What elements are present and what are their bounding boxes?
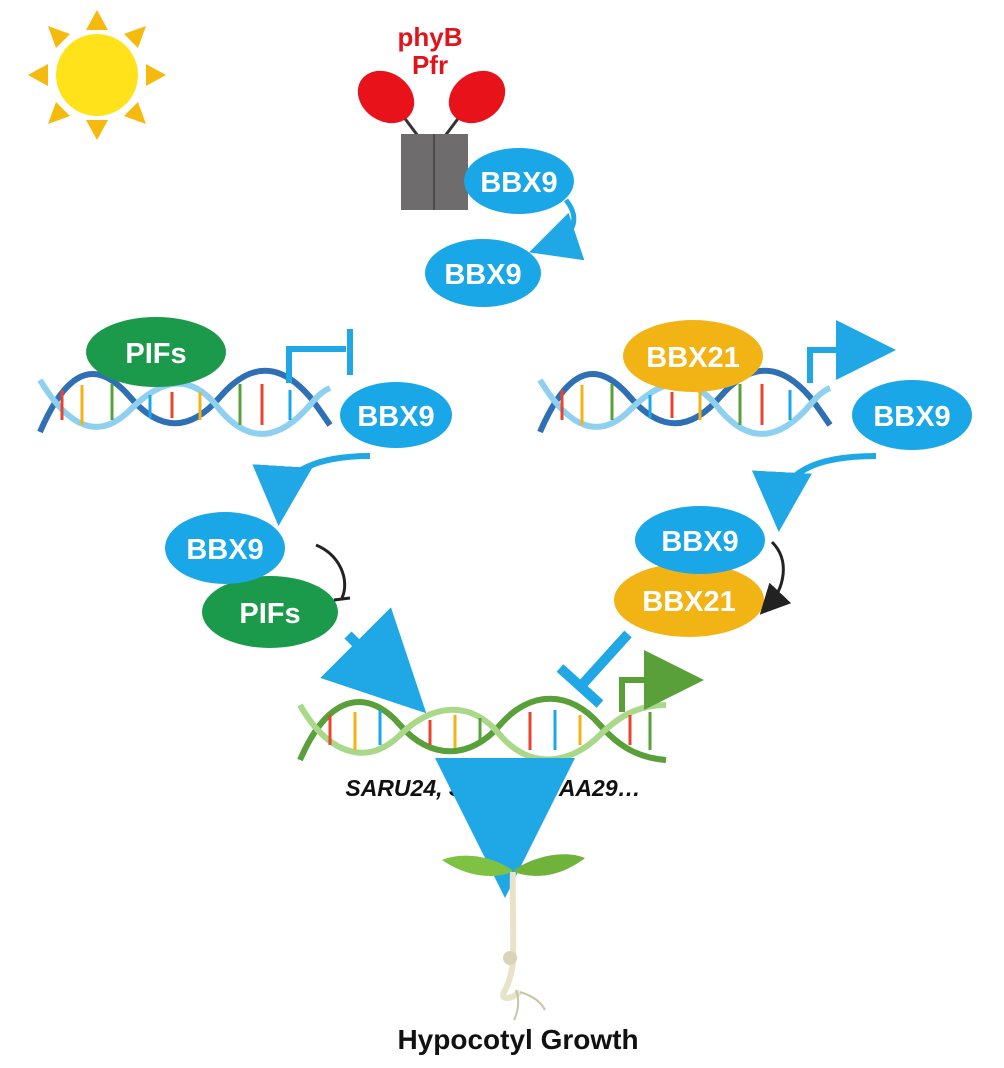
bbx9-promoter-repression — [286, 346, 346, 383]
bbx9-label: BBX9 — [186, 534, 263, 566]
bbx9-promoter-activation — [807, 320, 896, 383]
bbx9-label: BBX9 — [873, 401, 950, 433]
bbx9-inhibits-pifs — [315, 543, 347, 599]
outcome-label: Hypocotyl Growth — [397, 1024, 638, 1055]
dna-helix-icon — [537, 367, 833, 437]
phyb-pfr-left-domain — [357, 70, 415, 124]
phyb-receptor — [357, 70, 506, 210]
pifs-on-dna: PIFs — [86, 317, 226, 387]
bbx9-released: BBX9 — [425, 239, 541, 307]
phyb-core-right — [434, 134, 468, 210]
bbx9-bound-phyb: BBX9 — [464, 148, 574, 214]
bbx9-complex-member — [165, 512, 285, 584]
bbx9-label: BBX9 — [661, 526, 738, 558]
release-arrow — [529, 198, 585, 261]
phyb-pfr-right-domain — [448, 70, 506, 124]
dna-helix-icon — [37, 367, 333, 437]
pifs-complex-member — [202, 576, 338, 648]
bbx9-right-target: BBX9 — [852, 380, 972, 450]
dna-helix-icon — [297, 695, 667, 763]
bbx21-on-dna: BBX21 — [623, 320, 763, 392]
phyb-core-left — [401, 134, 435, 210]
bbx21-label: BBX21 — [642, 586, 736, 618]
bbx9-label: BBX9 — [444, 259, 521, 291]
bbx9-inhibits-bbx21 — [759, 540, 792, 615]
target-genes-label: SARU24, SAUR29, IAA29… — [345, 775, 640, 801]
bbx9-left-target: BBX9 — [340, 382, 452, 448]
left-complex-arrow — [252, 453, 371, 526]
seedling-icon — [442, 854, 585, 1021]
bbx21-repress-targets — [577, 630, 632, 690]
bbx9-label: BBX9 — [480, 167, 557, 199]
bbx21-complex-member — [614, 563, 764, 637]
pifs-label: PIFs — [239, 598, 300, 630]
bbx9-pifs-complex: PIFs BBX9 — [165, 512, 338, 648]
sun-icon — [28, 10, 166, 140]
bbx9-complex-member — [635, 506, 765, 574]
pfr-label: Pfr — [412, 50, 448, 80]
phyb-label: phyB — [398, 22, 463, 52]
bbx9-bbx21-complex: BBX21 BBX9 — [614, 506, 765, 637]
target-gene-activation — [619, 650, 704, 712]
pifs-activate-targets — [320, 607, 427, 714]
bbx9-label: BBX9 — [357, 401, 434, 433]
right-complex-arrow — [751, 453, 877, 532]
bbx21-label: BBX21 — [646, 342, 740, 374]
pifs-label: PIFs — [125, 338, 186, 370]
